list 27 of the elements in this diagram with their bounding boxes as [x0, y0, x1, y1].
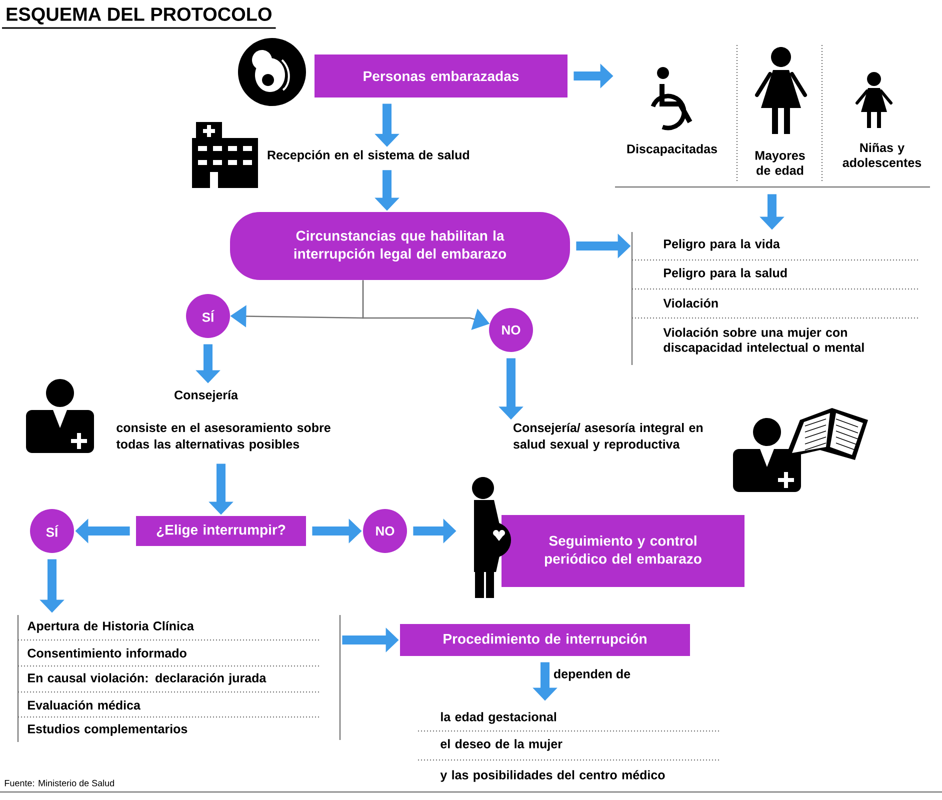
list-item: Evaluación médica: [28, 700, 141, 710]
list-item: Violación: [663, 298, 718, 308]
category-label: Discapacitadas: [627, 144, 717, 156]
edge-label: dependen de: [552, 668, 632, 682]
list-item: Consentimiento informado: [28, 648, 186, 658]
source-note: Fuente: Ministerio de Salud: [4, 780, 114, 786]
title: ESQUEMA DEL PROTOCOLO: [2, 8, 276, 29]
list-item: Peligro para la salud: [664, 268, 787, 280]
list-item: En causal violación: declaración jurada: [28, 673, 266, 685]
list-item: Violación sobre una mujer con discapacidad intelectual o mental: [663, 328, 864, 354]
list-item: Peligro para la vida: [664, 239, 780, 251]
step-text: Consejería/ asesoría integral en salud sexual y reproductiva: [513, 422, 703, 452]
decision-box: ¿Elige interrumpir?: [136, 516, 306, 546]
step-text: Recepción en el sistema de salud: [268, 150, 469, 162]
process-box: Seguimiento y control periódico del embarazo: [502, 515, 744, 587]
list-item: la edad gestacional: [441, 712, 556, 724]
category-label: Niñas y adolescentes: [842, 142, 922, 168]
category-label: Mayores de edad: [755, 151, 805, 175]
list-item: el deseo de la mujer: [440, 739, 562, 751]
step-description: consiste en el asesoramiento sobre todas las alternativas posibles: [116, 422, 330, 452]
step-heading: Consejería: [174, 390, 238, 402]
process-box: Procedimiento de interrupción: [400, 624, 690, 656]
process-box: Personas embarazadas: [314, 54, 568, 98]
list-item: y las posibilidades del centro médico: [440, 770, 665, 782]
list-item: Apertura de Historia Clínica: [28, 621, 194, 633]
condition-box: Circunstancias que habilitan la interrupción legal del embarazo: [230, 212, 570, 280]
list-item: Estudios complementarios: [28, 724, 188, 736]
